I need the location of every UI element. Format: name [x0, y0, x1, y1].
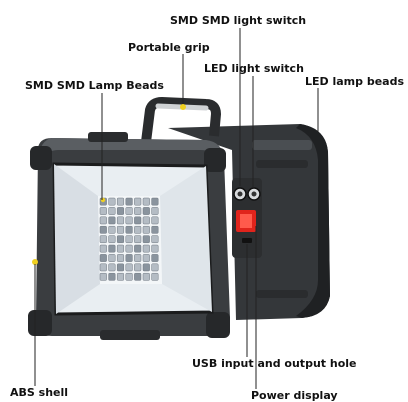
smd-bead [151, 235, 159, 244]
control-panel [232, 178, 262, 258]
smd-bead [116, 244, 125, 253]
label-smd-light-switch: SMD SMD light switch [170, 14, 307, 27]
label-abs-shell: ABS shell [10, 386, 69, 399]
smd-bead [125, 254, 133, 262]
smd-bead [99, 254, 107, 262]
smd-bead [134, 235, 142, 244]
smd-bead-grid [99, 197, 159, 281]
smd-bead [151, 272, 159, 281]
smd-bead [151, 197, 159, 206]
smd-bead [134, 197, 142, 206]
smd-bead [134, 225, 142, 234]
label-power-display: Power display [251, 389, 338, 402]
smd-bead [108, 216, 116, 225]
smd-bead [108, 197, 116, 206]
label-portable-grip: Portable grip [128, 41, 210, 54]
smd-bead [134, 263, 142, 272]
smd-bead [125, 263, 133, 272]
smd-bead [134, 244, 142, 253]
smd-bead [108, 263, 116, 272]
smd-bead [151, 216, 159, 225]
smd-bead [142, 254, 150, 262]
smd-bead [116, 263, 125, 272]
smd-bead [125, 225, 133, 234]
smd-bead [142, 207, 150, 215]
smd-bead [116, 235, 125, 244]
smd-bead [142, 244, 150, 253]
smd-bead [125, 272, 133, 281]
smd-bead [134, 272, 142, 281]
smd-bead [108, 272, 116, 281]
smd-bead [142, 225, 150, 234]
smd-bead [108, 254, 116, 262]
smd-bead [116, 254, 125, 262]
smd-bead [125, 244, 133, 253]
bead-marker-dot [100, 197, 106, 203]
smd-bead [142, 263, 150, 272]
smd-bead [125, 216, 133, 225]
smd-bead [99, 225, 107, 234]
smd-bead [108, 235, 116, 244]
smd-bead [134, 254, 142, 262]
smd-bead [99, 207, 107, 215]
smd-bead [99, 235, 107, 244]
smd-bead [108, 207, 116, 215]
smd-bead [142, 197, 150, 206]
label-usb-hole: USB input and output hole [192, 357, 357, 370]
smd-bead [142, 272, 150, 281]
smd-bead [142, 216, 150, 225]
smd-bead [142, 235, 150, 244]
smd-bead [99, 263, 107, 272]
smd-bead [151, 263, 159, 272]
portable-grip [141, 97, 221, 143]
smd-bead [125, 207, 133, 215]
smd-bead [151, 225, 159, 234]
smd-bead [116, 207, 125, 215]
front-lamp-head [28, 132, 230, 340]
label-led-lamp-beads: LED lamp beads [305, 75, 405, 88]
smd-bead [116, 216, 125, 225]
smd-bead [116, 197, 125, 206]
smd-bead [116, 225, 125, 234]
smd-bead [116, 272, 125, 281]
smd-bead [99, 244, 107, 253]
smd-bead [151, 254, 159, 262]
smd-bead [151, 244, 159, 253]
smd-bead [108, 225, 116, 234]
smd-bead [134, 216, 142, 225]
smd-bead [99, 216, 107, 225]
smd-bead [125, 235, 133, 244]
smd-bead [99, 272, 107, 281]
smd-bead [151, 207, 159, 215]
smd-bead [134, 207, 142, 215]
label-smd-lamp-beads: SMD SMD Lamp Beads [25, 79, 164, 92]
smd-bead [125, 197, 133, 206]
label-led-light-switch: LED light switch [204, 62, 304, 75]
smd-bead [108, 244, 116, 253]
leader-lines [34, 28, 319, 389]
